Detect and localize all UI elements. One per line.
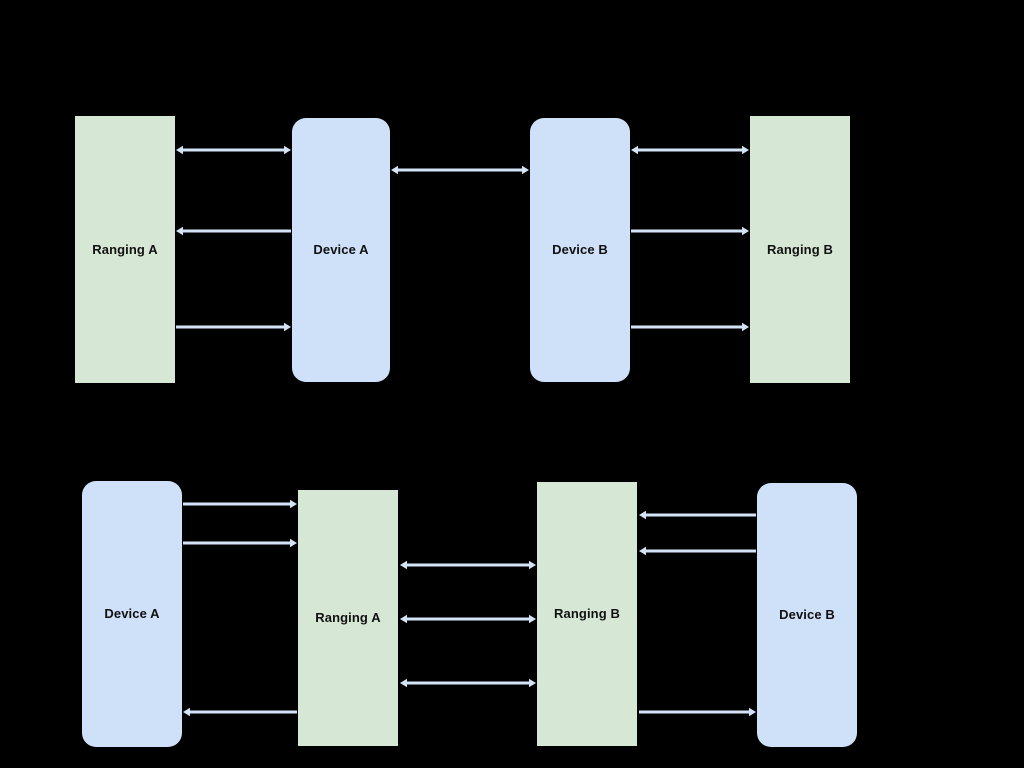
node-top-device-b[interactable]: Device B — [530, 118, 630, 382]
edge-ranging-a-to-device-a-left — [183, 705, 297, 719]
node-bot-device-a[interactable]: Device A — [82, 481, 182, 747]
node-label: Ranging B — [554, 606, 620, 622]
node-label: Device B — [552, 242, 608, 258]
edge-device-b-to-ranging-b-left-2 — [639, 544, 756, 558]
node-label: Ranging A — [315, 610, 381, 626]
node-bot-ranging-a[interactable]: Ranging A — [298, 490, 398, 746]
node-bot-device-b[interactable]: Device B — [757, 483, 857, 747]
edge-ranging-a-to-ranging-b-bidir-1 — [400, 558, 536, 572]
edge-device-a-to-ranging-a-right-2 — [183, 536, 297, 550]
node-bot-ranging-b[interactable]: Ranging B — [537, 482, 637, 746]
edge-ranging-a-to-ranging-b-bidir-2 — [400, 612, 536, 626]
node-label: Ranging A — [92, 241, 158, 257]
edge-device-b-to-ranging-b-left-1 — [639, 508, 756, 522]
edge-ranging-b-to-device-b-right — [639, 705, 756, 719]
node-top-ranging-a[interactable]: Ranging A — [75, 116, 175, 383]
edge-ranging-a-to-ranging-b-bidir-3 — [400, 676, 536, 690]
edge-device-a-to-ranging-a-right-1 — [183, 497, 297, 511]
node-label: Device A — [104, 606, 160, 622]
node-top-device-a[interactable]: Device A — [292, 118, 390, 382]
node-label: Device A — [313, 242, 369, 258]
node-label: Device B — [779, 607, 835, 623]
node-label: Ranging B — [767, 241, 833, 257]
node-top-ranging-b[interactable]: Ranging B — [750, 116, 850, 383]
